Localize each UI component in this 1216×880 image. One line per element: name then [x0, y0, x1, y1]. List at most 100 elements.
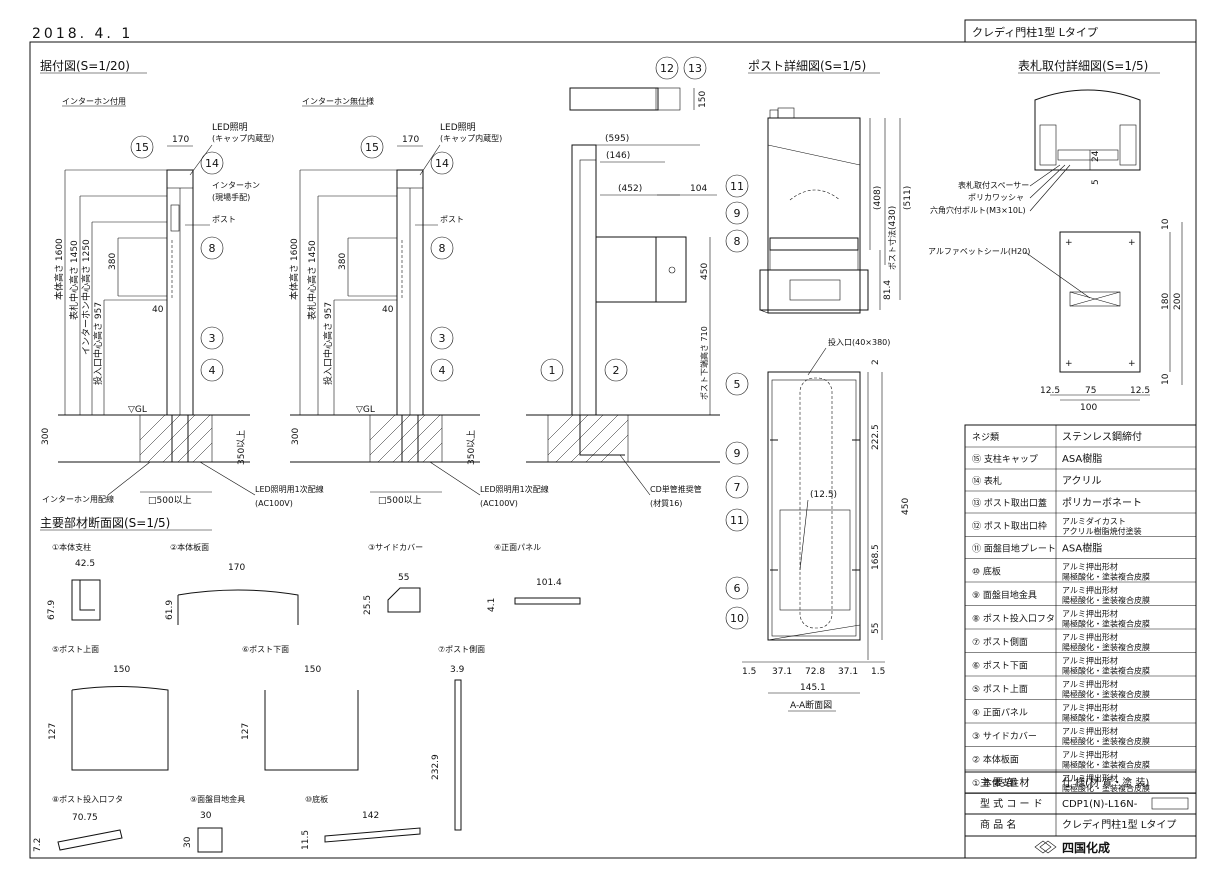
svg-text:15: 15	[365, 141, 379, 154]
svg-text:アルミ押出形材: アルミ押出形材	[1062, 608, 1118, 618]
aa-d2225: 222.5	[871, 424, 881, 450]
np-d180: 180	[1161, 293, 1171, 310]
svg-text:8: 8	[734, 235, 741, 248]
callout-14: 14	[430, 151, 454, 175]
callout-8: 8	[430, 236, 454, 260]
post-d430: (430)	[888, 206, 898, 230]
part-5-h: 127	[48, 723, 58, 740]
callout-6: 6	[725, 576, 749, 600]
np-d125a: 12.5	[1040, 386, 1060, 396]
aa-b1451: 145.1	[800, 683, 826, 693]
part-8-h: 7.2	[33, 838, 43, 852]
callout-8: 8	[725, 229, 749, 253]
install-left-350: 350以上	[236, 430, 247, 465]
callout-3: 3	[430, 326, 454, 350]
part-8-label: ⑧ポスト投入口フタ	[52, 794, 123, 804]
callout-14: 14	[200, 151, 224, 175]
svg-text:1: 1	[549, 364, 556, 377]
part-10-h: 11.5	[301, 830, 311, 850]
svg-text:CDP1(N)-L16N-: CDP1(N)-L16N-	[1062, 799, 1138, 810]
install-left-cable-led: LED照明用1次配線	[255, 484, 324, 494]
install-left-h1450: 表札中心高さ 1450	[68, 240, 80, 320]
svg-text:四国化成: 四国化成	[1062, 840, 1110, 855]
product-title-text: クレディ門柱1型 Lタイプ	[972, 25, 1098, 39]
side-d450: 450	[700, 263, 710, 280]
svg-text:14: 14	[205, 157, 219, 170]
svg-text:アルミ押出形材: アルミ押出形材	[1062, 726, 1118, 736]
svg-text:12: 12	[660, 62, 674, 75]
part-2-h: 61.9	[165, 600, 175, 620]
install-left-view: インターホン付用 170 本体高さ 1600	[41, 96, 324, 508]
table-row-1: ⑭ 表札アクリル	[965, 475, 1196, 492]
parts-section: ①本体支柱 42.5 67.9 ②本体板面 170 61.9 ③サイドカバー 5…	[33, 542, 581, 853]
svg-text:6: 6	[734, 582, 741, 595]
part-9-label: ⑨面盤目地金具	[190, 794, 245, 804]
install-left-intercom: インターホン	[212, 181, 260, 190]
svg-text:⑪ 面盤目地プレート: ⑪ 面盤目地プレート	[972, 543, 1056, 555]
svg-text:④ 正面パネル: ④ 正面パネル	[972, 707, 1028, 718]
aa-d55: 55	[871, 623, 881, 634]
nameplate-heading: 表札取付詳細図(S=1/5)	[1018, 58, 1148, 73]
part-9-h: 30	[183, 836, 193, 848]
install-left-caption: インターホン付用	[62, 96, 126, 106]
callout-8: 8	[200, 236, 224, 260]
svg-text:14: 14	[435, 157, 449, 170]
svg-text:クレディ門柱1型 Lタイプ: クレディ門柱1型 Lタイプ	[1062, 818, 1176, 831]
svg-text:⑩ 底板: ⑩ 底板	[972, 565, 1001, 577]
callout-11: 11	[725, 508, 749, 532]
svg-text:陽極酸化・塗装複合皮膜: 陽極酸化・塗装複合皮膜	[1062, 595, 1150, 605]
callout-12: 12	[655, 56, 679, 80]
svg-text:陽極酸化・塗装複合皮膜: 陽極酸化・塗装複合皮膜	[1062, 642, 1150, 652]
part-3-w: 55	[398, 573, 409, 583]
svg-text:3: 3	[439, 332, 446, 345]
side-d104: 104	[690, 184, 707, 194]
svg-text:5: 5	[734, 378, 741, 391]
post-detail-view: (408) (430) (511) ポスト寸法 81.4	[759, 107, 913, 314]
svg-text:アルミ押出形材: アルミ押出形材	[1062, 749, 1118, 759]
part-6-w: 150	[304, 665, 321, 675]
svg-text:9: 9	[734, 207, 741, 220]
svg-text:② 本体板面: ② 本体板面	[972, 753, 1019, 765]
svg-text:+: +	[1065, 238, 1073, 248]
svg-text:+: +	[1128, 238, 1136, 248]
part-1-h: 67.9	[47, 600, 57, 620]
table-footer-2: 商 品 名クレディ門柱1型 Lタイプ	[965, 813, 1196, 831]
callout-4: 4	[430, 358, 454, 382]
svg-text:⑦ ポスト側面: ⑦ ポスト側面	[972, 636, 1028, 648]
np-d10a: 10	[1161, 218, 1171, 230]
callout-2: 2	[604, 358, 628, 382]
svg-text:8: 8	[439, 242, 446, 255]
post-d511: (511)	[903, 186, 913, 210]
svg-text:2: 2	[613, 364, 620, 377]
install-right-h1450: 表札中心高さ 1450	[306, 240, 318, 320]
callout-5: 5	[725, 372, 749, 396]
callout-7: 7	[725, 475, 749, 499]
install-left-h957: 投入口中心高さ 957	[92, 302, 104, 385]
section-aa-view: 投入口(40×380) 2 222.5 450 168.5 55 (12.5) …	[742, 337, 911, 712]
np-d24: 24	[1091, 150, 1101, 162]
part-6-h: 127	[241, 723, 251, 740]
date-text: 2018. 4. 1	[32, 26, 133, 42]
install-left-d380: 380	[108, 253, 118, 270]
nameplate-view: 5 24 表札取付スペーサー ポリカワッシャ 六角穴付ボルト(M3×10L) +…	[928, 89, 1183, 413]
part-5-label: ⑤ポスト上面	[52, 645, 99, 654]
svg-text:3: 3	[209, 332, 216, 345]
callout-9: 9	[725, 441, 749, 465]
part-4-w: 101.4	[536, 578, 562, 588]
svg-text:アルミ押出形材: アルミ押出形材	[1062, 702, 1118, 712]
svg-text:⑮ 支柱キャップ: ⑮ 支柱キャップ	[972, 453, 1038, 465]
svg-text:アルミ押出形材: アルミ押出形材	[1062, 679, 1118, 689]
post-body-h: ポスト寸法	[887, 230, 897, 270]
svg-text:⑬ ポスト取出口蓋: ⑬ ポスト取出口蓋	[972, 497, 1047, 509]
install-right-led-sub: (キャップ内蔵型)	[440, 133, 502, 143]
svg-text:⑨ 面盤目地金具: ⑨ 面盤目地金具	[972, 589, 1037, 601]
part-3-h: 25.5	[363, 595, 373, 615]
install-right-d40: 40	[382, 305, 394, 315]
svg-text:ASA樹脂: ASA樹脂	[1062, 542, 1102, 555]
post-d814: 81.4	[883, 280, 893, 300]
install-right-caption: インターホン無仕様	[302, 96, 374, 106]
